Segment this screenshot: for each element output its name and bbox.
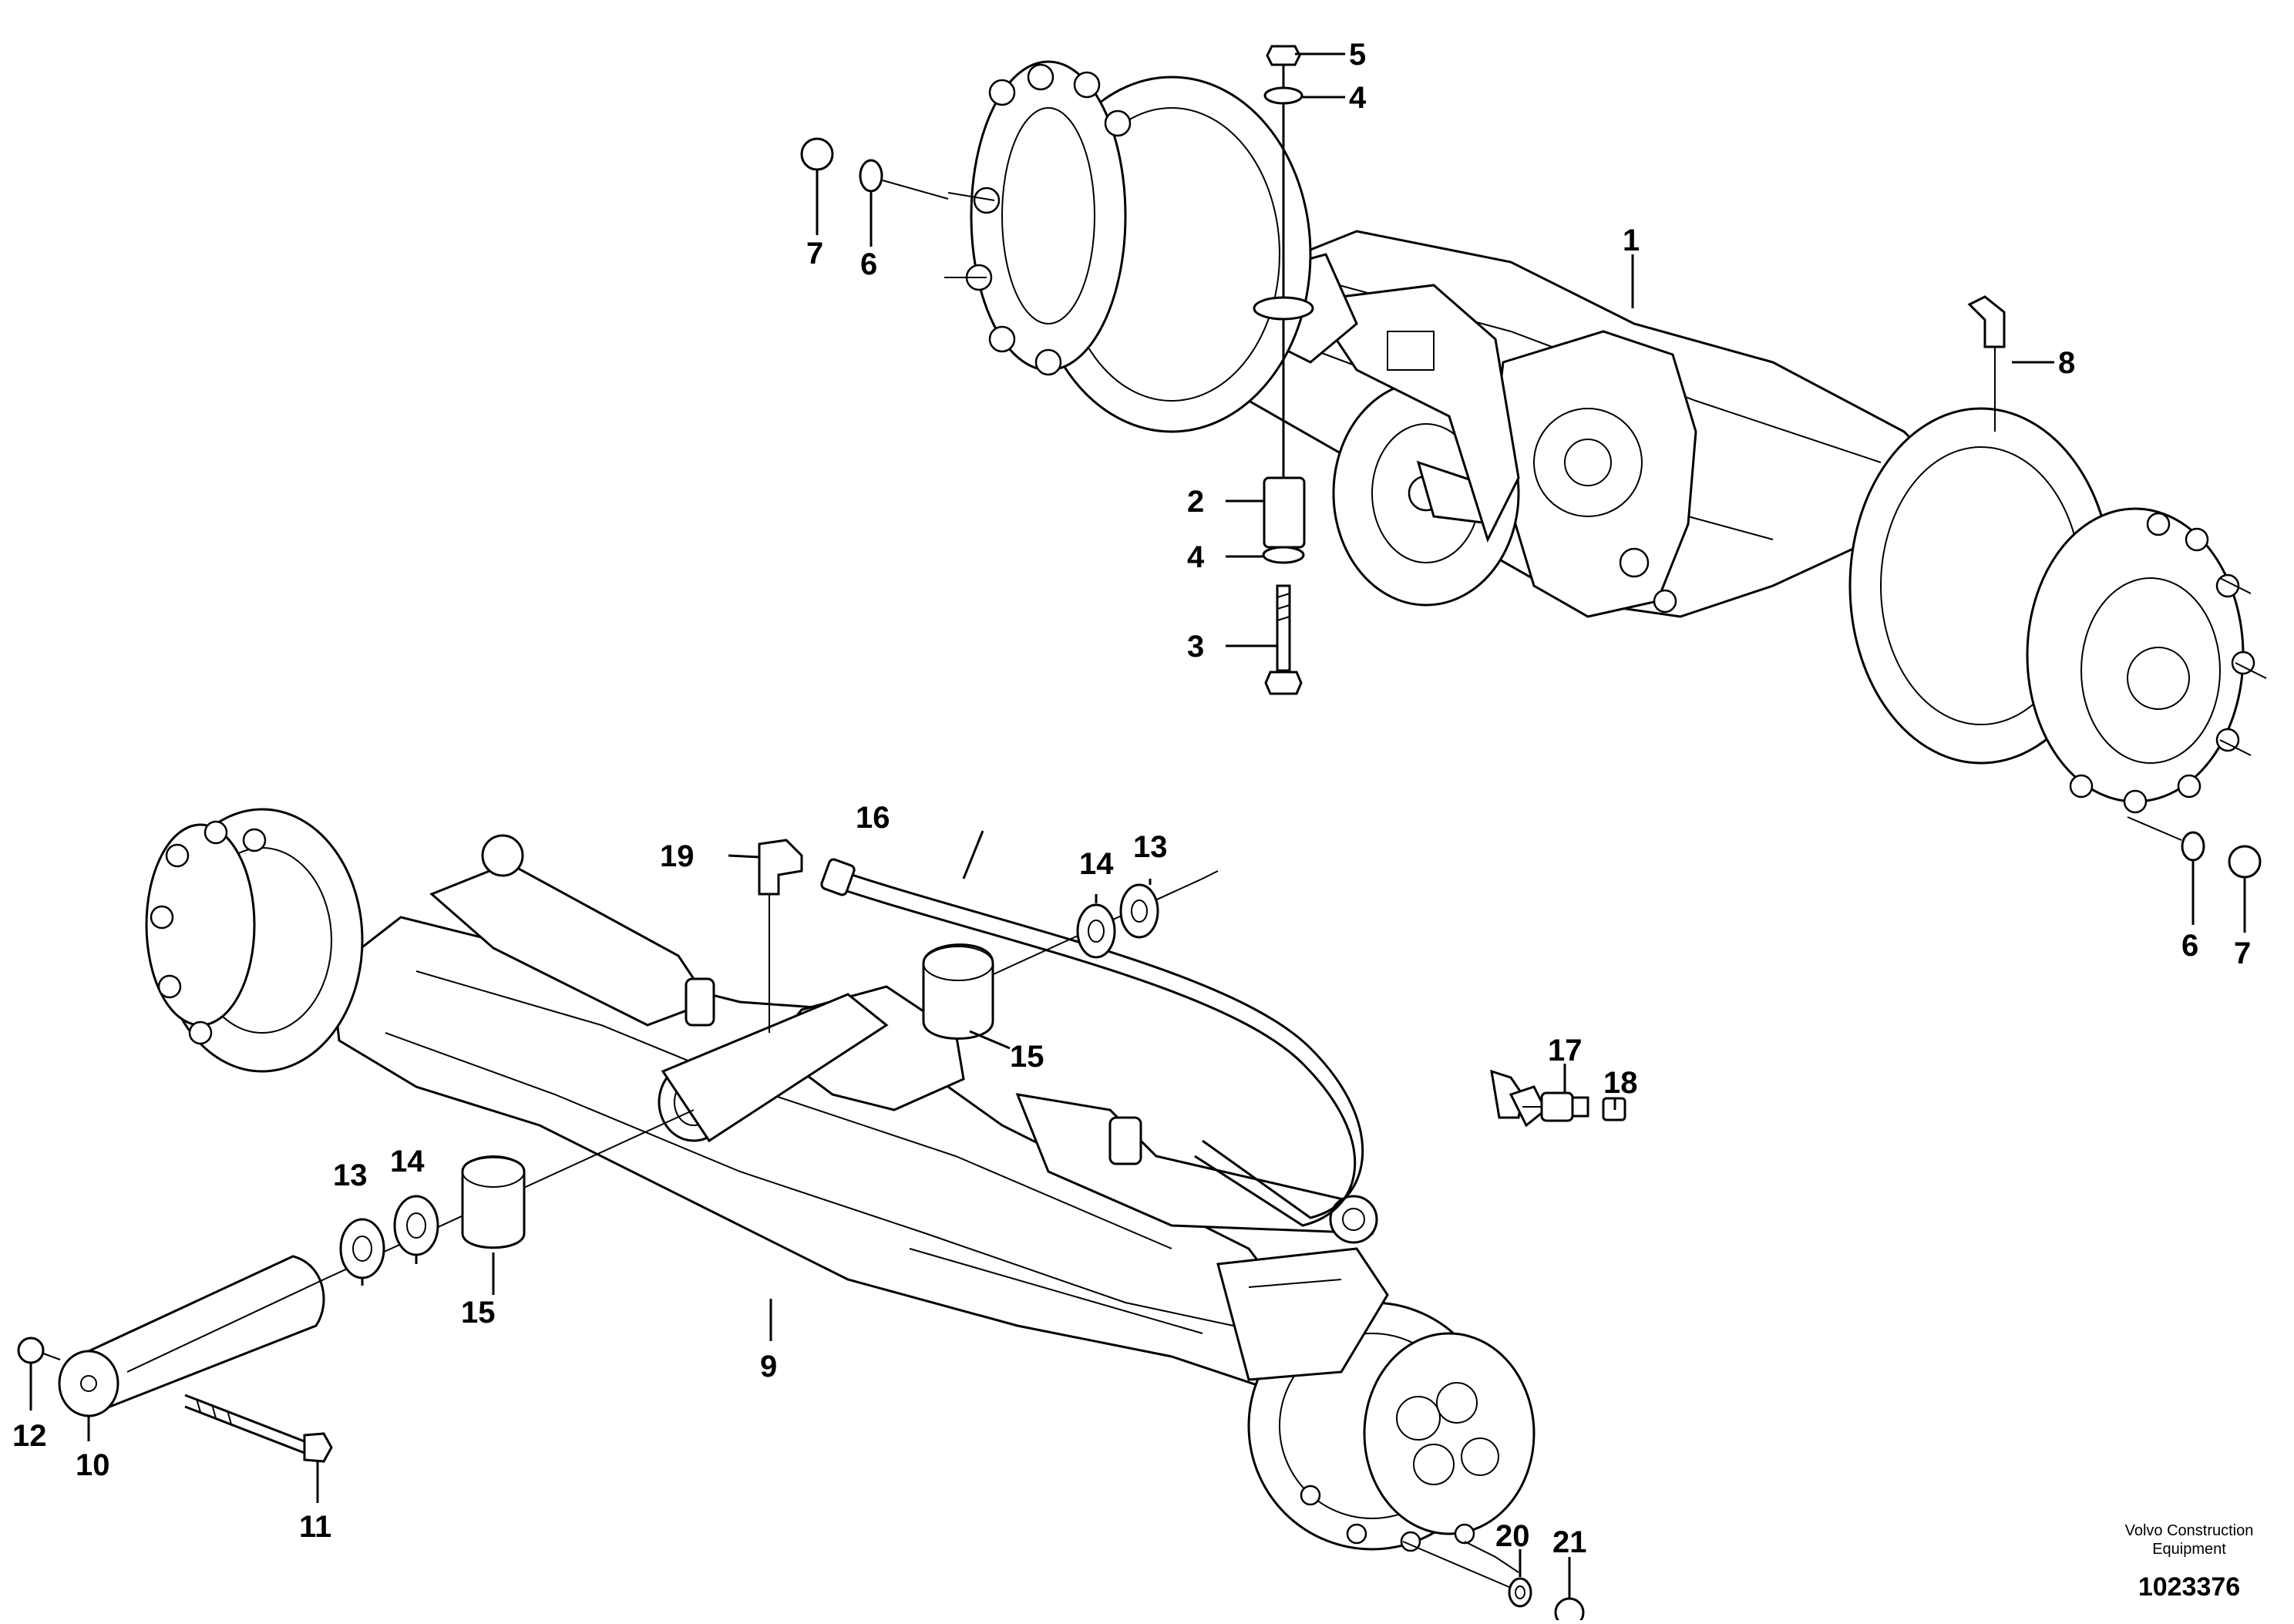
- callout-11: 11: [299, 1510, 331, 1544]
- front-axle-assembly: [145, 808, 1536, 1573]
- callout-labels: 5 4 1 2 4 3 7 6 8 6 7 16 19 14 13 15 17 …: [12, 38, 2251, 1559]
- callout-8: 8: [2058, 346, 2075, 380]
- front-hub-washer-nut: [1402, 1541, 1585, 1624]
- callout-9: 9: [760, 1350, 777, 1384]
- callout-4-top: 4: [1349, 81, 1367, 115]
- callout-12: 12: [12, 1419, 47, 1453]
- callout-13-lower: 13: [333, 1158, 368, 1192]
- callout-13-upper: 13: [1133, 830, 1168, 864]
- callout-4-mid: 4: [1187, 540, 1205, 574]
- callout-5: 5: [1349, 38, 1366, 72]
- callout-6-left: 6: [860, 247, 877, 281]
- callout-21: 21: [1552, 1525, 1587, 1559]
- callout-1: 1: [1623, 224, 1640, 257]
- drawing-footer: Volvo Construction Equipment 1023376: [2125, 1522, 2254, 1602]
- callout-15-lower: 15: [461, 1296, 496, 1330]
- callout-6-right: 6: [2181, 929, 2198, 963]
- callout-7-left: 7: [806, 237, 823, 271]
- rear-mount-hardware: [800, 45, 2262, 879]
- callout-14-lower: 14: [390, 1145, 425, 1178]
- document-number: 1023376: [2138, 1572, 2240, 1602]
- callout-17: 17: [1548, 1034, 1583, 1068]
- rear-axle-assembly: [944, 60, 2267, 814]
- leader-lines: [29, 52, 2246, 1599]
- callout-14-upper: 14: [1079, 847, 1114, 881]
- callout-16: 16: [856, 801, 890, 835]
- upper-bushing-hardware: [922, 870, 1219, 1040]
- elbow-fitting-19: [758, 839, 803, 1033]
- brand-line-1: Volvo Construction: [2125, 1522, 2254, 1539]
- hydraulic-hose: [820, 858, 1547, 1227]
- callout-10: 10: [76, 1448, 110, 1482]
- callout-15-upper: 15: [1010, 1040, 1044, 1074]
- callout-18: 18: [1603, 1066, 1638, 1100]
- callout-2: 2: [1187, 485, 1204, 519]
- callout-3: 3: [1187, 630, 1204, 664]
- callout-7-right: 7: [2234, 936, 2251, 970]
- brand-line-2: Equipment: [2152, 1541, 2226, 1558]
- callout-19: 19: [660, 839, 695, 873]
- callout-20: 20: [1495, 1519, 1530, 1553]
